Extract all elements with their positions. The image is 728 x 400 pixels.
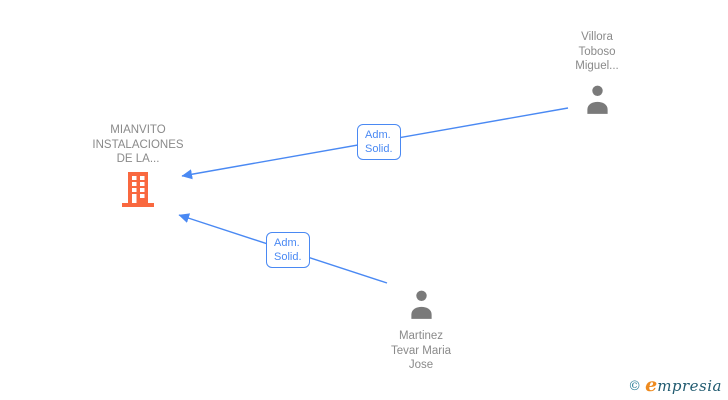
person-icon[interactable] xyxy=(584,83,611,119)
logo-text: mpresia xyxy=(657,377,722,395)
building-icon[interactable] xyxy=(121,171,155,213)
edge-label-adm-solid-2[interactable]: Adm. Solid. xyxy=(266,232,310,268)
company-name[interactable]: MIANVITO INSTALACIONES DE LA... xyxy=(92,124,184,165)
person-icon[interactable] xyxy=(408,288,435,324)
person-name-martinez[interactable]: Martinez Tevar Maria Jose xyxy=(390,330,452,371)
person-node-villora: Villora Toboso Miguel... xyxy=(537,30,657,119)
edge-label-adm-solid-1[interactable]: Adm. Solid. xyxy=(357,124,401,160)
logo-initial: e xyxy=(645,374,658,396)
company-node: MIANVITO INSTALACIONES DE LA... xyxy=(58,123,218,213)
copyright-icon: © xyxy=(628,379,642,394)
person-node-martinez: Martinez Tevar Maria Jose xyxy=(351,288,491,373)
person-name-villora[interactable]: Villora Toboso Miguel... xyxy=(575,31,619,72)
empresia-logo: ©empresia xyxy=(628,374,722,396)
